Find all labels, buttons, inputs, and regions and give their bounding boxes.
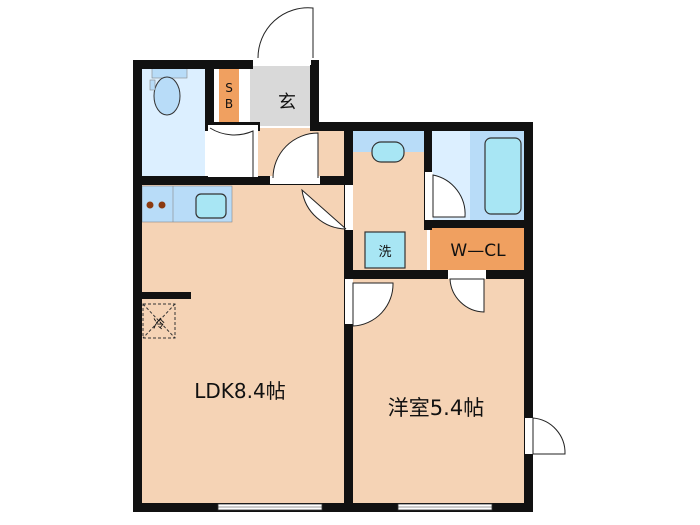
bathtub-icon xyxy=(484,137,522,215)
stove-burner-icon xyxy=(158,201,166,209)
western-room-floor xyxy=(352,278,527,505)
doors xyxy=(208,7,566,455)
shoe-box-label-top: S xyxy=(225,81,233,95)
western-room-label: 洋室5.4帖 xyxy=(388,396,484,420)
washer-label: 洗 xyxy=(378,245,391,260)
walk-in-closet-label: W—CL xyxy=(450,241,506,261)
sink-icon xyxy=(195,193,227,219)
ldk-floor xyxy=(140,185,345,505)
walk-in-closet xyxy=(430,228,527,272)
entrance-floor xyxy=(250,66,310,126)
shoe-box-label-bottom: B xyxy=(225,97,233,111)
toilet-bowl-icon xyxy=(153,76,181,116)
shoe-box xyxy=(219,68,239,122)
toilet-tank-icon xyxy=(151,67,188,79)
entrance-label: 玄 xyxy=(278,92,296,113)
ldk-label: LDK8.4帖 xyxy=(194,379,285,403)
stove-burner-icon xyxy=(146,201,154,209)
washer-icon xyxy=(364,231,406,269)
fridge-space xyxy=(142,303,176,339)
fridge-label: 冷 xyxy=(153,317,165,331)
windows xyxy=(217,503,493,511)
washbasin-icon xyxy=(371,141,405,163)
